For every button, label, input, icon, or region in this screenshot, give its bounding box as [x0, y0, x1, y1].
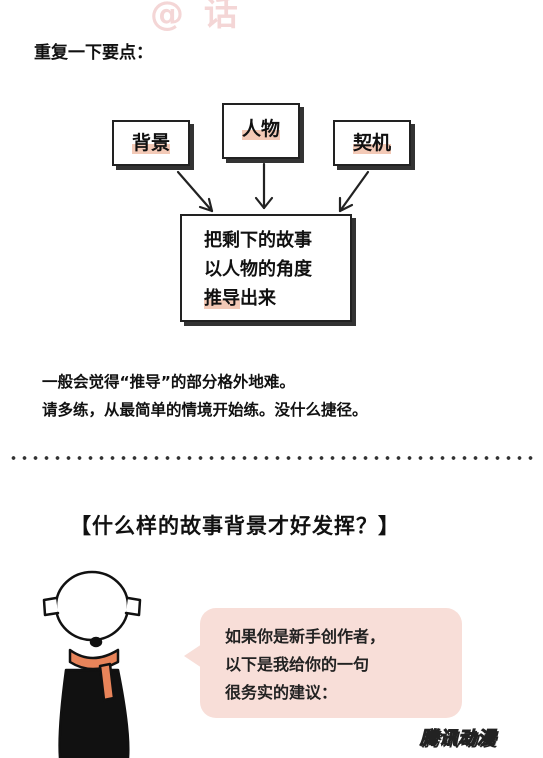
chance-box: 契机	[333, 120, 411, 166]
summary-line-3-rest: 出来	[240, 288, 276, 309]
paragraph-line-2: 请多练，从最简单的情境开始练。没什么捷径。	[42, 401, 368, 419]
arrow-from-chance	[338, 170, 370, 213]
background-box: 背景	[112, 120, 190, 166]
character-mouth	[89, 636, 103, 648]
character-ear-right	[124, 596, 142, 617]
speech-bubble-tail	[184, 644, 202, 668]
character-body	[58, 668, 130, 758]
summary-box: 把剩下的故事 以人物的角度 推导出来	[180, 214, 352, 322]
arrow-from-background	[176, 170, 214, 213]
summary-line-1: 把剩下的故事	[204, 230, 312, 251]
character-ear-left	[42, 596, 60, 617]
character-illustration	[42, 570, 142, 758]
chance-label: 契机	[352, 132, 391, 154]
background-label: 背景	[131, 132, 170, 154]
dotted-divider	[8, 455, 538, 461]
person-label: 人物	[241, 118, 280, 140]
person-box: 人物	[222, 103, 300, 159]
bubble-line-1: 如果你是新手创作者，	[225, 627, 386, 646]
page-heading: 重复一下要点：	[34, 43, 153, 63]
speech-bubble	[200, 608, 462, 718]
paragraph-line-1: 一般会觉得“推导”的部分格外地难。	[42, 373, 295, 391]
summary-line-2: 以人物的角度	[204, 259, 312, 280]
bubble-line-3: 很务实的建议：	[225, 683, 338, 702]
character-head	[54, 570, 130, 642]
tencent-comic-logo: 腾讯动漫	[420, 728, 496, 750]
summary-line-3: 推导出来	[204, 284, 350, 313]
speech-bubble-text: 如果你是新手创作者， 以下是我给你的一句 很务实的建议：	[225, 623, 385, 707]
question-heading: 【什么样的故事背景才好发挥？】	[70, 514, 400, 538]
summary-highlight: 推导	[204, 288, 240, 309]
watermark-text: @ 话	[150, 0, 242, 34]
bubble-line-2: 以下是我给你的一句	[225, 655, 370, 674]
character-scarf-tail	[98, 662, 116, 702]
